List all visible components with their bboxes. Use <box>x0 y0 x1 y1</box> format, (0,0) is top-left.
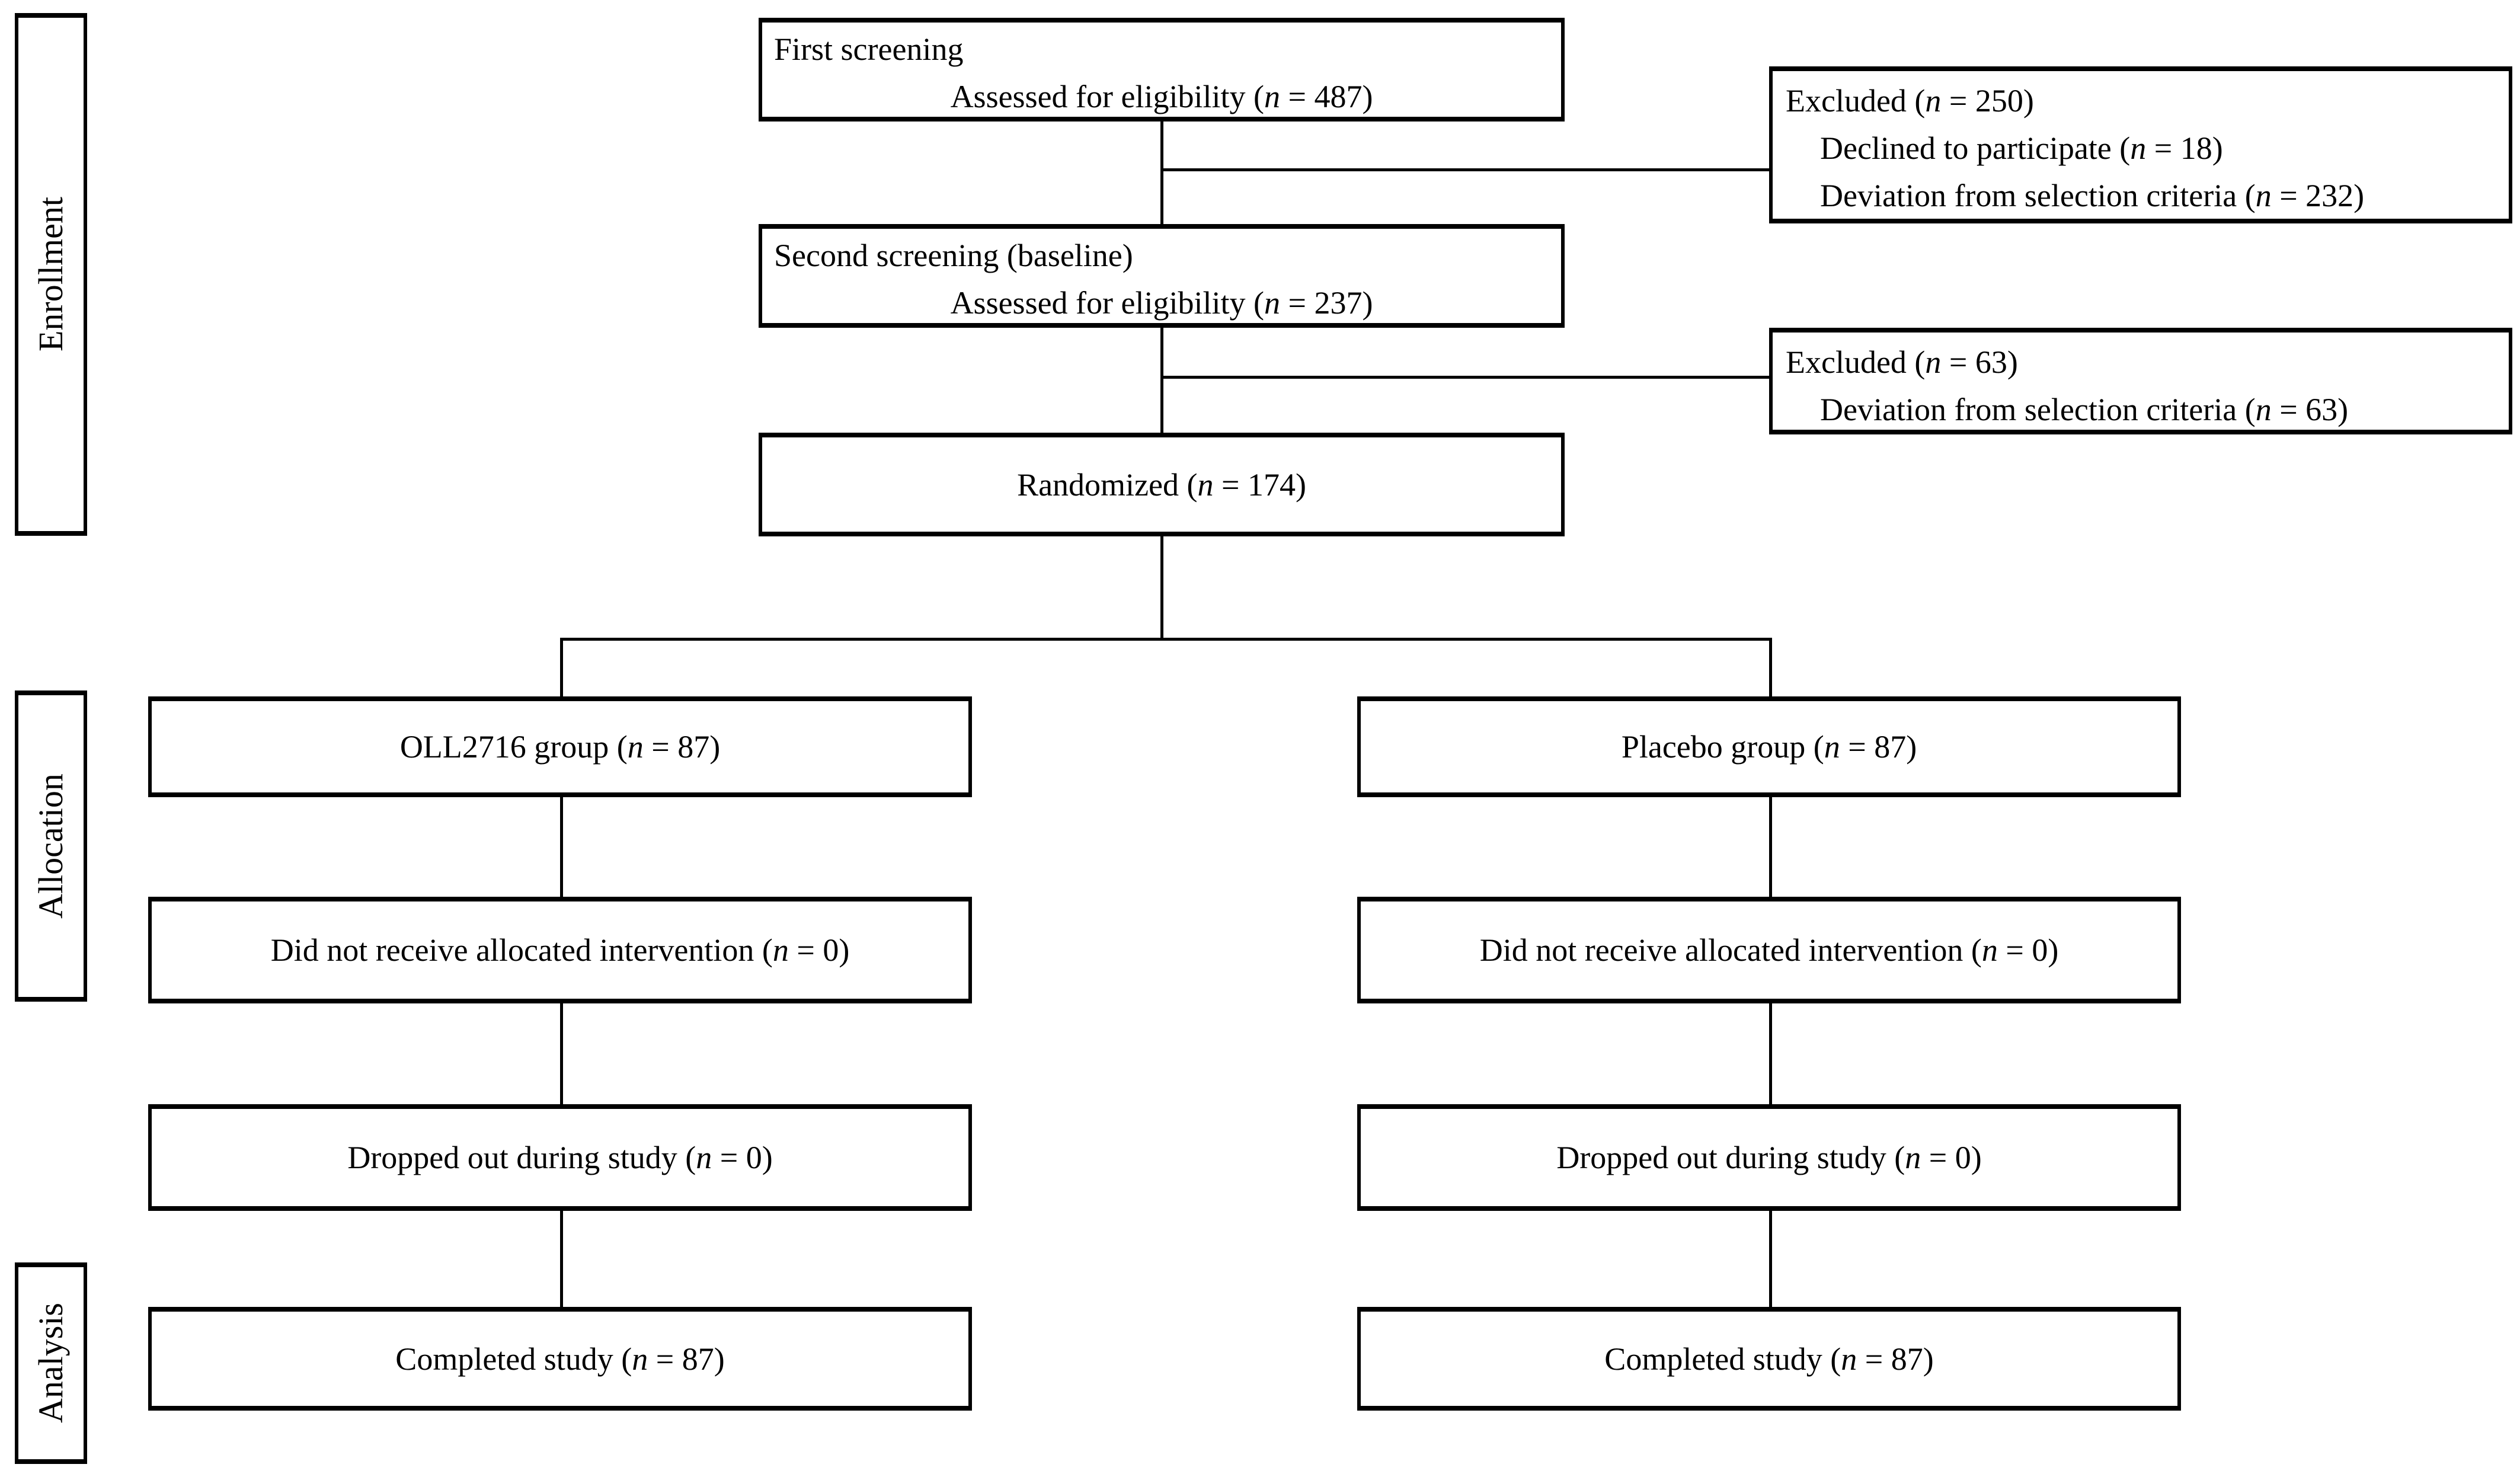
oll2716-not-received-label: Did not receive allocated intervention (… <box>270 932 850 968</box>
box-placebo-allocation: Placebo group (n = 87) <box>1357 696 2181 797</box>
excluded-first-reason: Declined to participate (n = 18) <box>1820 130 2223 166</box>
box-placebo-dropped-out: Dropped out during study (n = 0) <box>1357 1104 2181 1211</box>
italic-n: n <box>1905 1140 1921 1175</box>
placebo-completed-label: Completed study (n = 87) <box>1604 1341 1934 1377</box>
italic-n: n <box>1981 932 1998 968</box>
box-excluded-second: Excluded (n = 63) Deviation from selecti… <box>1769 328 2512 434</box>
stage-label-enrollment: Enrollment <box>15 13 87 536</box>
connector-first-to-second <box>1160 122 1163 224</box>
italic-n: n <box>1841 1341 1857 1377</box>
box-second-screening: Second screening (baseline) Assessed for… <box>759 224 1565 328</box>
second-screening-title: Second screening (baseline) <box>774 238 1133 273</box>
box-oll2716-allocation: OLL2716 group (n = 87) <box>148 696 972 797</box>
excluded-second-reason: Deviation from selection criteria (n = 6… <box>1820 392 2349 427</box>
italic-n: n <box>1824 729 1840 765</box>
stage-label-allocation-text: Allocation <box>31 773 70 919</box>
connector-oll2716-notrec-to-drop <box>560 1003 563 1105</box>
italic-n: n <box>2255 178 2272 213</box>
connector-split-to-oll2716 <box>560 638 563 696</box>
randomized-label: Randomized (n = 174) <box>1017 466 1306 503</box>
italic-n: n <box>1925 344 1942 380</box>
stage-label-enrollment-text: Enrollment <box>31 197 70 352</box>
box-excluded-first: Excluded (n = 250) Declined to participa… <box>1769 66 2512 223</box>
italic-n: n <box>696 1140 712 1175</box>
second-screening-subtitle: Assessed for eligibility (n = 237) <box>950 285 1373 321</box>
stage-label-analysis: Analysis <box>15 1262 87 1464</box>
italic-n: n <box>2255 392 2272 427</box>
italic-n: n <box>1264 79 1280 114</box>
placebo-not-received-label: Did not receive allocated intervention (… <box>1479 932 2059 968</box>
placebo-dropped-out-label: Dropped out during study (n = 0) <box>1556 1140 1982 1175</box>
connector-split-horizontal <box>560 638 1772 641</box>
excluded-first-reason: Deviation from selection criteria (n = 2… <box>1820 178 2365 213</box>
box-oll2716-completed: Completed study (n = 87) <box>148 1307 972 1411</box>
excluded-second-title: Excluded (n = 63) <box>1786 344 2018 380</box>
oll2716-allocation-label: OLL2716 group (n = 87) <box>399 729 721 765</box>
italic-n: n <box>1197 466 1214 503</box>
stage-label-allocation: Allocation <box>15 690 87 1002</box>
stage-label-analysis-text: Analysis <box>31 1303 70 1424</box>
connector-second-to-randomized <box>1160 328 1163 433</box>
box-placebo-not-received: Did not receive allocated intervention (… <box>1357 897 2181 1003</box>
connector-placebo-alloc-to-notrec <box>1769 797 1772 898</box>
italic-n: n <box>2130 130 2147 166</box>
oll2716-completed-label: Completed study (n = 87) <box>395 1341 725 1377</box>
italic-n: n <box>772 932 789 968</box>
oll2716-dropped-out-label: Dropped out during study (n = 0) <box>347 1140 773 1175</box>
excluded-first-title: Excluded (n = 250) <box>1786 83 2034 119</box>
connector-placebo-notrec-to-drop <box>1769 1003 1772 1105</box>
first-screening-title: First screening <box>774 31 964 67</box>
connector-placebo-drop-to-comp <box>1769 1211 1772 1307</box>
connector-split-to-placebo <box>1769 638 1772 696</box>
connector-oll2716-alloc-to-notrec <box>560 797 563 898</box>
connector-to-excluded-second <box>1160 376 1771 379</box>
box-randomized: Randomized (n = 174) <box>759 433 1565 536</box>
italic-n: n <box>627 729 644 765</box>
box-placebo-completed: Completed study (n = 87) <box>1357 1307 2181 1411</box>
connector-randomized-to-split <box>1160 536 1163 641</box>
connector-to-excluded-first <box>1160 168 1771 171</box>
connector-oll2716-drop-to-comp <box>560 1211 563 1307</box>
box-oll2716-not-received: Did not receive allocated intervention (… <box>148 897 972 1003</box>
placebo-allocation-label: Placebo group (n = 87) <box>1621 729 1917 765</box>
italic-n: n <box>1264 285 1280 321</box>
italic-n: n <box>632 1341 648 1377</box>
box-oll2716-dropped-out: Dropped out during study (n = 0) <box>148 1104 972 1211</box>
italic-n: n <box>1925 83 1942 119</box>
first-screening-subtitle: Assessed for eligibility (n = 487) <box>950 79 1373 114</box>
box-first-screening: First screening Assessed for eligibility… <box>759 18 1565 122</box>
